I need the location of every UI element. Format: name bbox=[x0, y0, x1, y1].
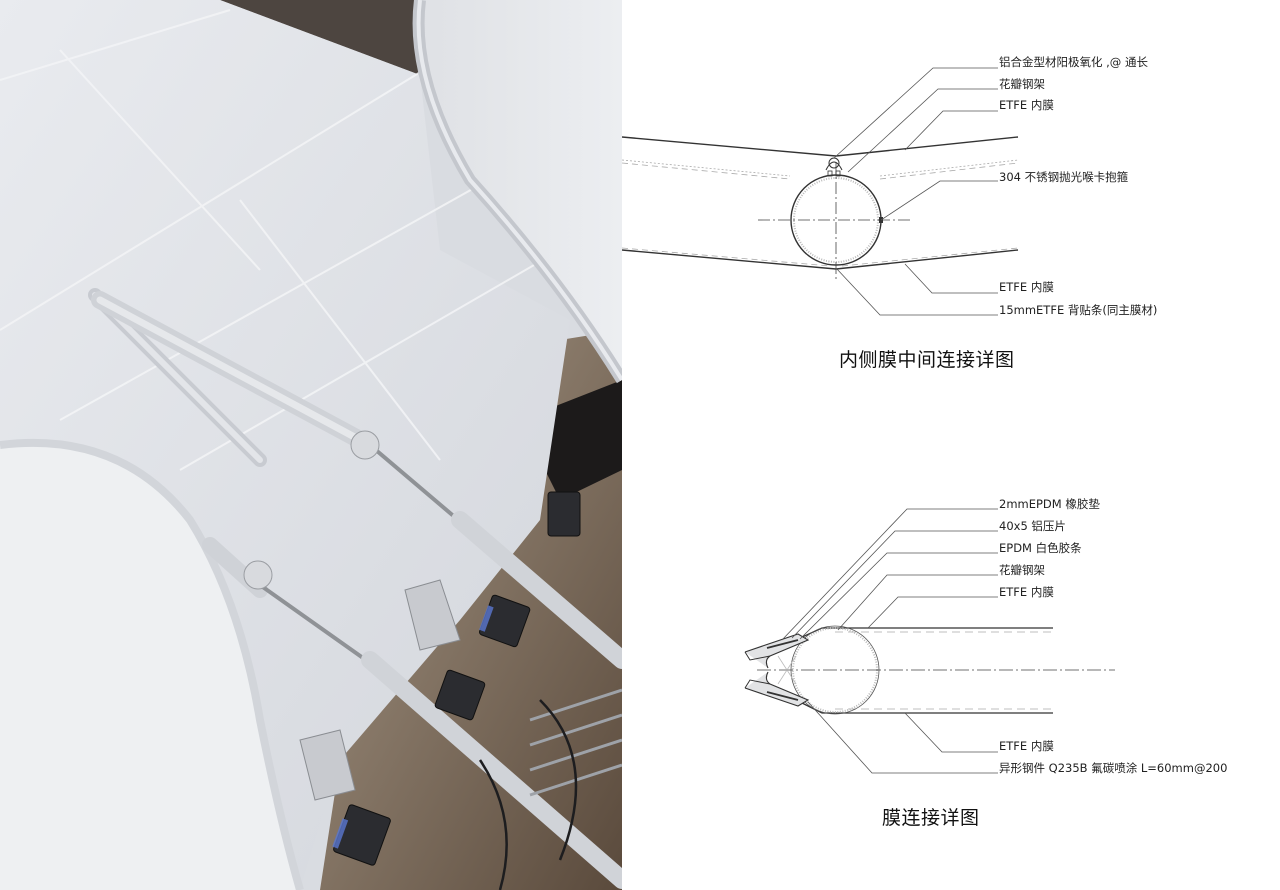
callout-etfe-inner-membrane-2: ETFE 内膜 bbox=[999, 585, 1054, 599]
callout-petal-steel-frame-2: 花瓣钢架 bbox=[999, 563, 1045, 577]
callout-etfe-inner-membrane: ETFE 内膜 bbox=[999, 98, 1054, 112]
detail-drawings-icon bbox=[622, 67, 1115, 774]
callout-special-steel-part: 异形钢件 Q235B 氟碳喷涂 L=60mm@200 bbox=[999, 761, 1228, 775]
detail-title-inner-middle-connection: 内侧膜中间连接详图 bbox=[839, 349, 1015, 371]
callout-petal-steel-frame: 花瓣钢架 bbox=[999, 77, 1045, 91]
callout-etfe-inner-membrane-3: ETFE 内膜 bbox=[999, 739, 1054, 753]
callout-epdm-pad: 2mmEPDM 橡胶垫 bbox=[999, 497, 1100, 511]
bottom-detail-drawing bbox=[744, 508, 1115, 774]
membrane-structure-photo bbox=[0, 0, 622, 890]
callout-aluminum-profile: 铝合金型材阳极氧化 ,@ 通长 bbox=[999, 55, 1148, 69]
photo-icon bbox=[0, 0, 622, 890]
callout-etfe-inner-membrane-lower: ETFE 内膜 bbox=[999, 280, 1054, 294]
detail-title-membrane-connection: 膜连接详图 bbox=[882, 807, 980, 829]
callout-epdm-strip: EPDM 白色胶条 bbox=[999, 541, 1082, 555]
callout-backing-strip: 15mmETFE 背贴条(同主膜材) bbox=[999, 303, 1158, 317]
callout-aluminum-plate: 40x5 铝压片 bbox=[999, 519, 1066, 533]
callout-stainless-clamp: 304 不锈钢抛光喉卡抱箍 bbox=[999, 170, 1129, 184]
detail-drawings-panel: 铝合金型材阳极氧化 ,@ 通长 花瓣钢架 ETFE 内膜 304 不锈钢抛光喉卡… bbox=[622, 0, 1280, 890]
top-detail-drawing bbox=[622, 67, 1019, 316]
